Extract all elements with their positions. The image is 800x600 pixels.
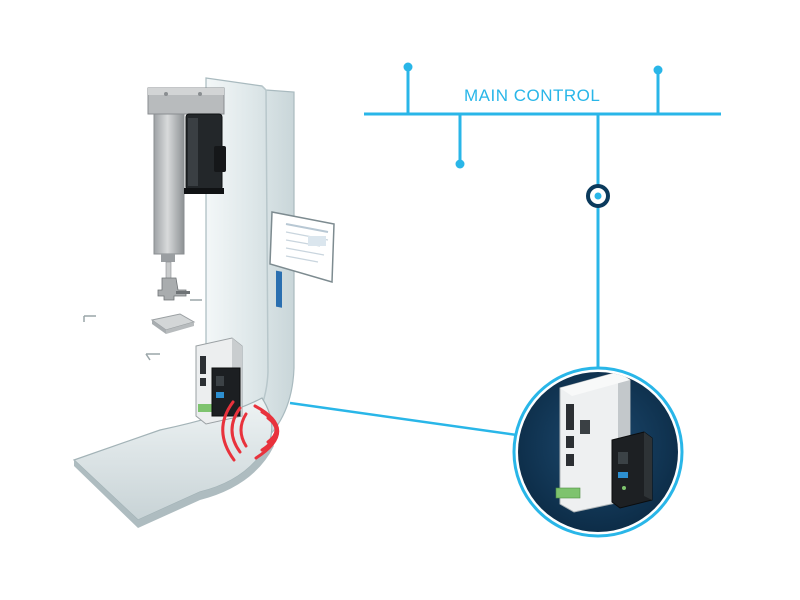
linear-actuator-icon [147, 87, 225, 301]
servo-drive-inset [512, 366, 684, 538]
actuator-rod [165, 261, 172, 281]
actuator-cylinder [153, 113, 185, 255]
hmi-screen-icon [269, 211, 335, 308]
bus-node-2 [653, 65, 663, 75]
placement-markers [83, 299, 202, 361]
workpiece [150, 313, 196, 334]
drive-link-line [289, 401, 525, 438]
wireless-signal-icon [221, 400, 280, 462]
bus-node-3 [455, 159, 465, 169]
servo-drive-on-stand [195, 337, 243, 425]
main-control-label: MAIN CONTROL [464, 86, 600, 105]
servo-motor-icon [184, 113, 226, 194]
gripper-tool [157, 277, 187, 301]
main-control-bus: MAIN CONTROL [364, 62, 721, 372]
bus-node-1 [403, 62, 413, 72]
servo-drive-icon [555, 372, 653, 513]
